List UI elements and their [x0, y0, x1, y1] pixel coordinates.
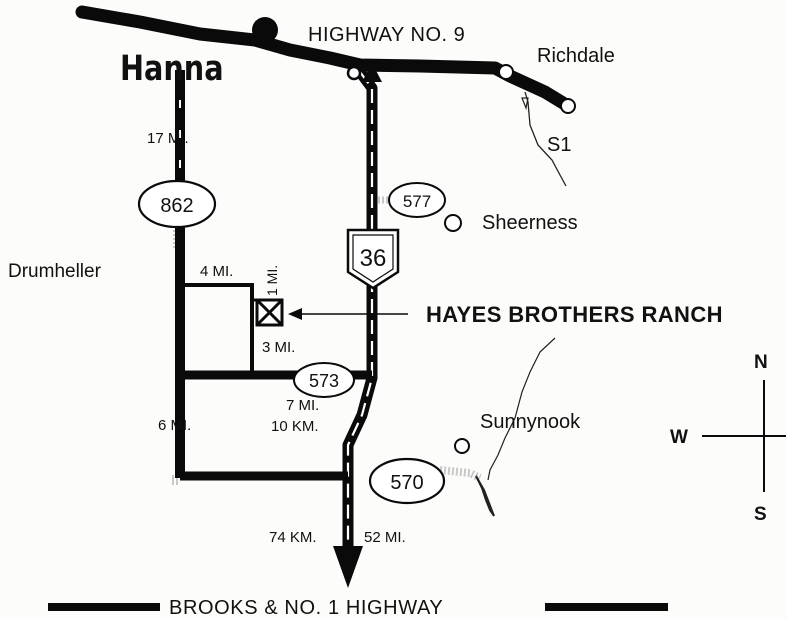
distance-3mi-label: 3 MI. [262, 339, 295, 356]
distance-1mi-label: 1 MI. [264, 265, 280, 296]
town-sunnynook-label: Sunnynook [480, 411, 581, 433]
compass-north-label: N [754, 352, 768, 373]
shield-577: 577 [388, 182, 446, 218]
hanna-town-marker [252, 17, 278, 43]
sheerness-town-marker [444, 214, 462, 232]
s1-river-line [524, 91, 567, 187]
town-drumheller-label: Drumheller [8, 261, 102, 282]
shield-36: 36 [346, 228, 400, 290]
sunnynook-town-marker [454, 438, 470, 454]
distance-52mi-label: 52 MI. [364, 529, 406, 546]
richdale-town-marker [498, 64, 514, 80]
distance-74km-label: 74 KM. [269, 529, 317, 546]
compass-west-label: W [670, 427, 688, 448]
town-richdale-label: Richdale [537, 45, 615, 67]
ranch-pointer-arrowhead [288, 308, 302, 320]
shield-36-text: 36 [360, 245, 387, 272]
s1-end-marker [560, 98, 576, 114]
highway-9-line [75, 5, 575, 113]
shield-862-text: 862 [160, 195, 193, 217]
shield-570-text: 570 [390, 472, 423, 494]
distance-10km-label: 10 KM. [271, 418, 319, 435]
shield-862: 862 [137, 179, 217, 229]
shield-573: 573 [293, 362, 355, 398]
junction-circle [346, 65, 362, 81]
creek-marsh [475, 475, 495, 517]
road-s1-label: S1 [547, 134, 571, 156]
south-arrowhead [333, 546, 363, 588]
bottom-highway-label: BROOKS & NO. 1 HIGHWAY [169, 597, 443, 619]
highway-9-label: HIGHWAY NO. 9 [308, 24, 465, 46]
secondary-road-shading [172, 196, 482, 485]
s1-small-mark [521, 97, 529, 111]
shield-577-text: 577 [403, 192, 431, 211]
compass-rose [702, 380, 786, 492]
ranch-road-top [180, 283, 254, 372]
compass-south-label: S [754, 504, 767, 525]
distance-4mi-label: 4 MI. [200, 263, 233, 280]
ranch-location-icon [255, 298, 284, 327]
distance-6mi-label: 6 MI. [158, 417, 191, 434]
creek-line [487, 337, 556, 481]
town-hanna-label: Hanna [120, 47, 224, 89]
shield-573-text: 573 [309, 371, 339, 391]
shield-570: 570 [368, 457, 446, 505]
distance-17mi-label: 17 MI. [147, 130, 189, 147]
town-sheerness-label: Sheerness [482, 212, 578, 234]
distance-7mi-label: 7 MI. [286, 397, 319, 414]
junction-marker [362, 63, 382, 82]
ranch-label: HAYES BROTHERS RANCH [426, 302, 723, 327]
